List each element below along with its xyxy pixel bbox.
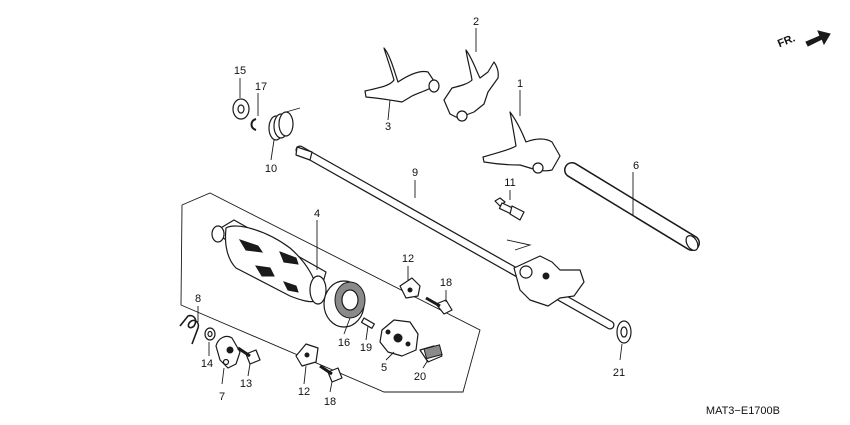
arm-7 <box>215 335 241 369</box>
shift-arm-pivot <box>519 265 533 279</box>
callout-5: 5 <box>380 362 388 374</box>
shift-arm-plate <box>513 255 585 307</box>
callout-2: 2 <box>472 16 480 28</box>
plate-12-upper-hole <box>407 287 413 293</box>
bolt-18-upper <box>425 296 453 315</box>
plate-12-lower-hole <box>304 352 310 358</box>
fr-arrow-icon <box>805 30 831 47</box>
callout-20: 20 <box>413 371 427 383</box>
bolt-20 <box>419 344 443 363</box>
fork-shaft-6 <box>564 162 700 251</box>
callout-4: 4 <box>313 208 321 220</box>
spring-10 <box>268 107 301 141</box>
shift-fork-2 <box>443 49 499 119</box>
callout-9: 9 <box>411 167 419 179</box>
callout-10: 10 <box>264 163 278 175</box>
bolt-13 <box>237 346 261 365</box>
callout-3: 3 <box>384 121 392 133</box>
callout-18-upper: 18 <box>439 277 453 289</box>
fork-1-pin <box>532 162 544 174</box>
fork-2-pin <box>456 110 468 122</box>
pin-19 <box>360 317 375 329</box>
callout-8: 8 <box>194 293 202 305</box>
callout-14: 14 <box>200 358 214 370</box>
callout-21: 21 <box>612 367 626 379</box>
clip-17 <box>250 118 257 131</box>
callout-leaders <box>197 28 634 393</box>
callout-12-upper: 12 <box>401 253 415 265</box>
fork-3-boss <box>428 79 440 93</box>
callout-13: 13 <box>239 378 253 390</box>
bearing-16 <box>323 280 366 328</box>
group-frame <box>180 192 481 393</box>
callout-17: 17 <box>254 81 268 93</box>
callout-12-lower: 12 <box>297 386 311 398</box>
shift-arm-hole <box>542 272 550 280</box>
drum-center-5 <box>379 319 419 357</box>
shift-fork-1 <box>482 111 561 172</box>
callout-18-lower: 18 <box>323 396 337 408</box>
spring-8 <box>179 314 200 345</box>
callout-6: 6 <box>632 160 640 172</box>
bolt-11 <box>494 197 525 221</box>
washer-14-hole <box>207 330 213 338</box>
callout-19: 19 <box>359 342 373 354</box>
washer-21-hole <box>620 326 628 338</box>
washer-15-hole <box>237 104 245 114</box>
shift-arm-leader <box>506 239 532 251</box>
callout-1: 1 <box>516 78 524 90</box>
callout-15: 15 <box>233 65 247 77</box>
diagram-code: MAT3−E1700B <box>705 405 780 417</box>
shift-drum-4 <box>211 219 327 305</box>
callout-7: 7 <box>218 391 226 403</box>
shift-fork-3 <box>364 47 437 103</box>
callout-11: 11 <box>504 177 516 189</box>
bolt-18-lower <box>319 364 343 383</box>
callout-16: 16 <box>337 337 351 349</box>
